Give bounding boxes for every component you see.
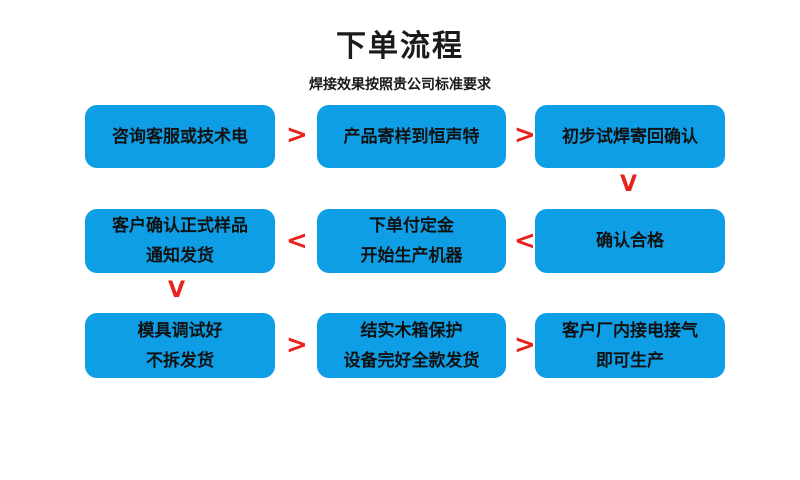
flow-node-label: 不拆发货 xyxy=(146,350,214,371)
flow-node-qualified[interactable]: 确认合格 xyxy=(535,209,725,273)
flow-node-confirm-sample[interactable]: 客户确认正式样品 通知发货 xyxy=(85,209,275,273)
flow-node-label: 模具调试好 xyxy=(137,320,223,341)
flow-node-send-sample[interactable]: 产品寄样到恒声特 xyxy=(317,105,506,168)
arrow-left-icon-2: < xyxy=(286,226,308,256)
flow-node-deposit-production[interactable]: 下单付定金 开始生产机器 xyxy=(317,209,506,273)
page-title: 下单流程 xyxy=(336,29,464,64)
flow-node-consult[interactable]: 咨询客服或技术电 xyxy=(85,105,275,168)
flow-node-label: 开始生产机器 xyxy=(360,246,463,266)
flow-node-label: 下单付定金 xyxy=(369,216,454,236)
flow-node-label: 客户厂内接电接气 xyxy=(562,320,698,341)
flow-node-label: 初步试焊寄回确认 xyxy=(562,126,698,147)
flow-node-label: 结实木箱保护 xyxy=(360,320,463,341)
flow-node-label: 设备完好全款发货 xyxy=(343,350,480,371)
flow-node-label: 产品寄样到恒声特 xyxy=(343,126,480,147)
arrow-right-icon-4: > xyxy=(514,330,536,360)
flow-node-onsite-setup[interactable]: 客户厂内接电接气 即可生产 xyxy=(535,313,725,378)
flow-node-label: 客户确认正式样品 xyxy=(112,216,248,236)
arrow-down-icon-right: V xyxy=(620,172,638,197)
page-subtitle: 焊接效果按照贵公司标准要求 xyxy=(309,77,491,93)
flow-node-trial-weld[interactable]: 初步试焊寄回确认 xyxy=(535,105,725,168)
flow-node-packaging[interactable]: 结实木箱保护 设备完好全款发货 xyxy=(317,313,506,378)
arrow-right-icon-1: > xyxy=(286,120,308,150)
arrow-right-icon-2: > xyxy=(514,120,536,150)
flow-node-mold-ready[interactable]: 模具调试好 不拆发货 xyxy=(85,313,275,378)
flow-node-label: 咨询客服或技术电 xyxy=(112,126,248,147)
flow-node-label: 即可生产 xyxy=(596,350,664,371)
flow-node-label: 确认合格 xyxy=(596,231,664,251)
flow-node-label: 通知发货 xyxy=(146,246,214,266)
arrow-down-icon-left: V xyxy=(168,278,186,303)
arrow-right-icon-3: > xyxy=(286,330,308,360)
arrow-left-icon-1: < xyxy=(514,226,536,256)
